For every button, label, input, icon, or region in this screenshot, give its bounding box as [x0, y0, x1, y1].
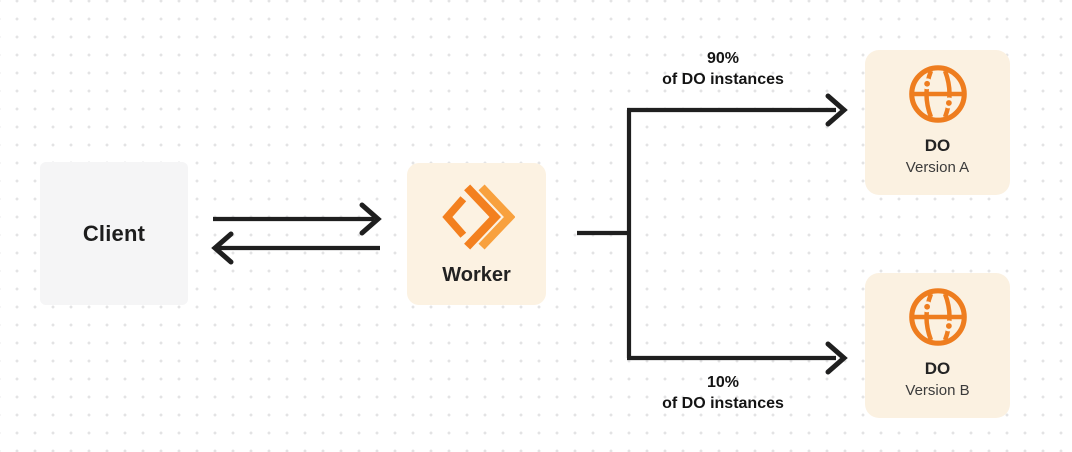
workers-logo-icon — [441, 184, 515, 250]
client-label: Client — [82, 220, 146, 246]
client-node: Client — [40, 162, 188, 305]
do-a-title: DO — [924, 136, 951, 155]
traffic-split-connector — [577, 110, 632, 358]
split-label-caption: of DO instances — [662, 395, 784, 412]
response-arrow — [211, 231, 380, 265]
split-label-caption: of DO instances — [662, 71, 784, 88]
split-label-10-percent: 10% of DO instances — [618, 372, 828, 414]
split-label-90-percent: 90% of DO instances — [618, 48, 828, 90]
globe-icon — [908, 288, 967, 346]
do-a-subtitle: Version A — [905, 159, 970, 176]
split-label-percent: 10% — [706, 374, 740, 391]
worker-label: Worker — [442, 264, 511, 286]
do-version-b-node: DO Version B — [865, 273, 1010, 418]
globe-icon — [908, 65, 967, 123]
request-arrow — [213, 202, 382, 236]
arrow-to-version-a — [627, 93, 848, 127]
arrow-to-version-b — [627, 341, 848, 375]
worker-node: Worker — [407, 163, 546, 305]
do-b-subtitle: Version B — [905, 382, 970, 399]
do-b-title: DO — [924, 359, 951, 378]
split-label-percent: 90% — [706, 50, 740, 67]
do-version-a-node: DO Version A — [865, 50, 1010, 195]
